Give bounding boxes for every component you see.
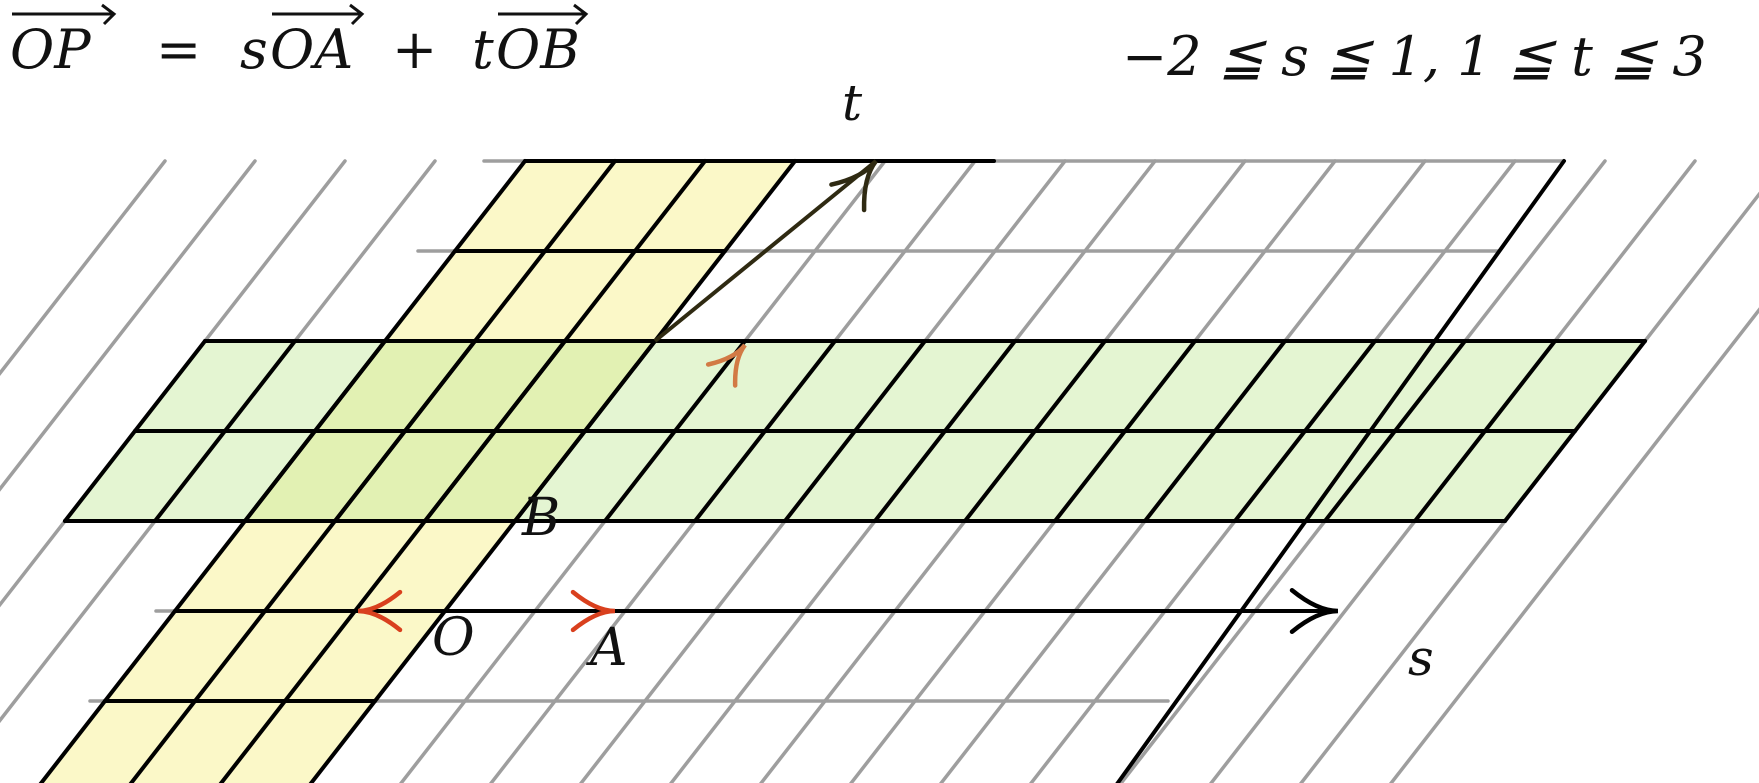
grid-col-line (0, 159, 167, 376)
o-left-arrowhead (357, 589, 403, 633)
a-right-arrowhead (570, 589, 616, 633)
vector-oa-label: OA (270, 18, 353, 81)
shaded-regions (41, 161, 1645, 783)
grid-col-line (0, 159, 257, 492)
vector-ob-label: OB (496, 18, 580, 81)
frame-right-line (1115, 159, 1566, 783)
coefficient-s: s (240, 18, 268, 81)
point-b-label: B (521, 488, 560, 548)
coefficient-t: t (472, 18, 494, 81)
t-axis-arrowhead (829, 159, 878, 213)
grid-col-line (1389, 307, 1759, 783)
parameter-constraint: −2 ≦ s ≦ 1, 1 ≦ t ≦ 3 (1122, 25, 1707, 88)
point-o-label: O (432, 608, 475, 668)
vector-overarrows (12, 3, 589, 26)
point-a-label: A (586, 618, 628, 678)
s-axis-label: s (1408, 629, 1434, 687)
t-axis-segment (653, 159, 878, 343)
equals-sign: = (156, 18, 201, 81)
vector-equation: OP = s OA + t OB (10, 3, 589, 81)
vector-op-label: OP (10, 18, 92, 81)
s-axis-arrowhead (1289, 588, 1339, 634)
direction-arrows (355, 159, 1339, 634)
t-axis-label: t (842, 74, 863, 132)
ob-direction-arrowhead (705, 343, 747, 388)
plus-sign: + (392, 18, 437, 81)
